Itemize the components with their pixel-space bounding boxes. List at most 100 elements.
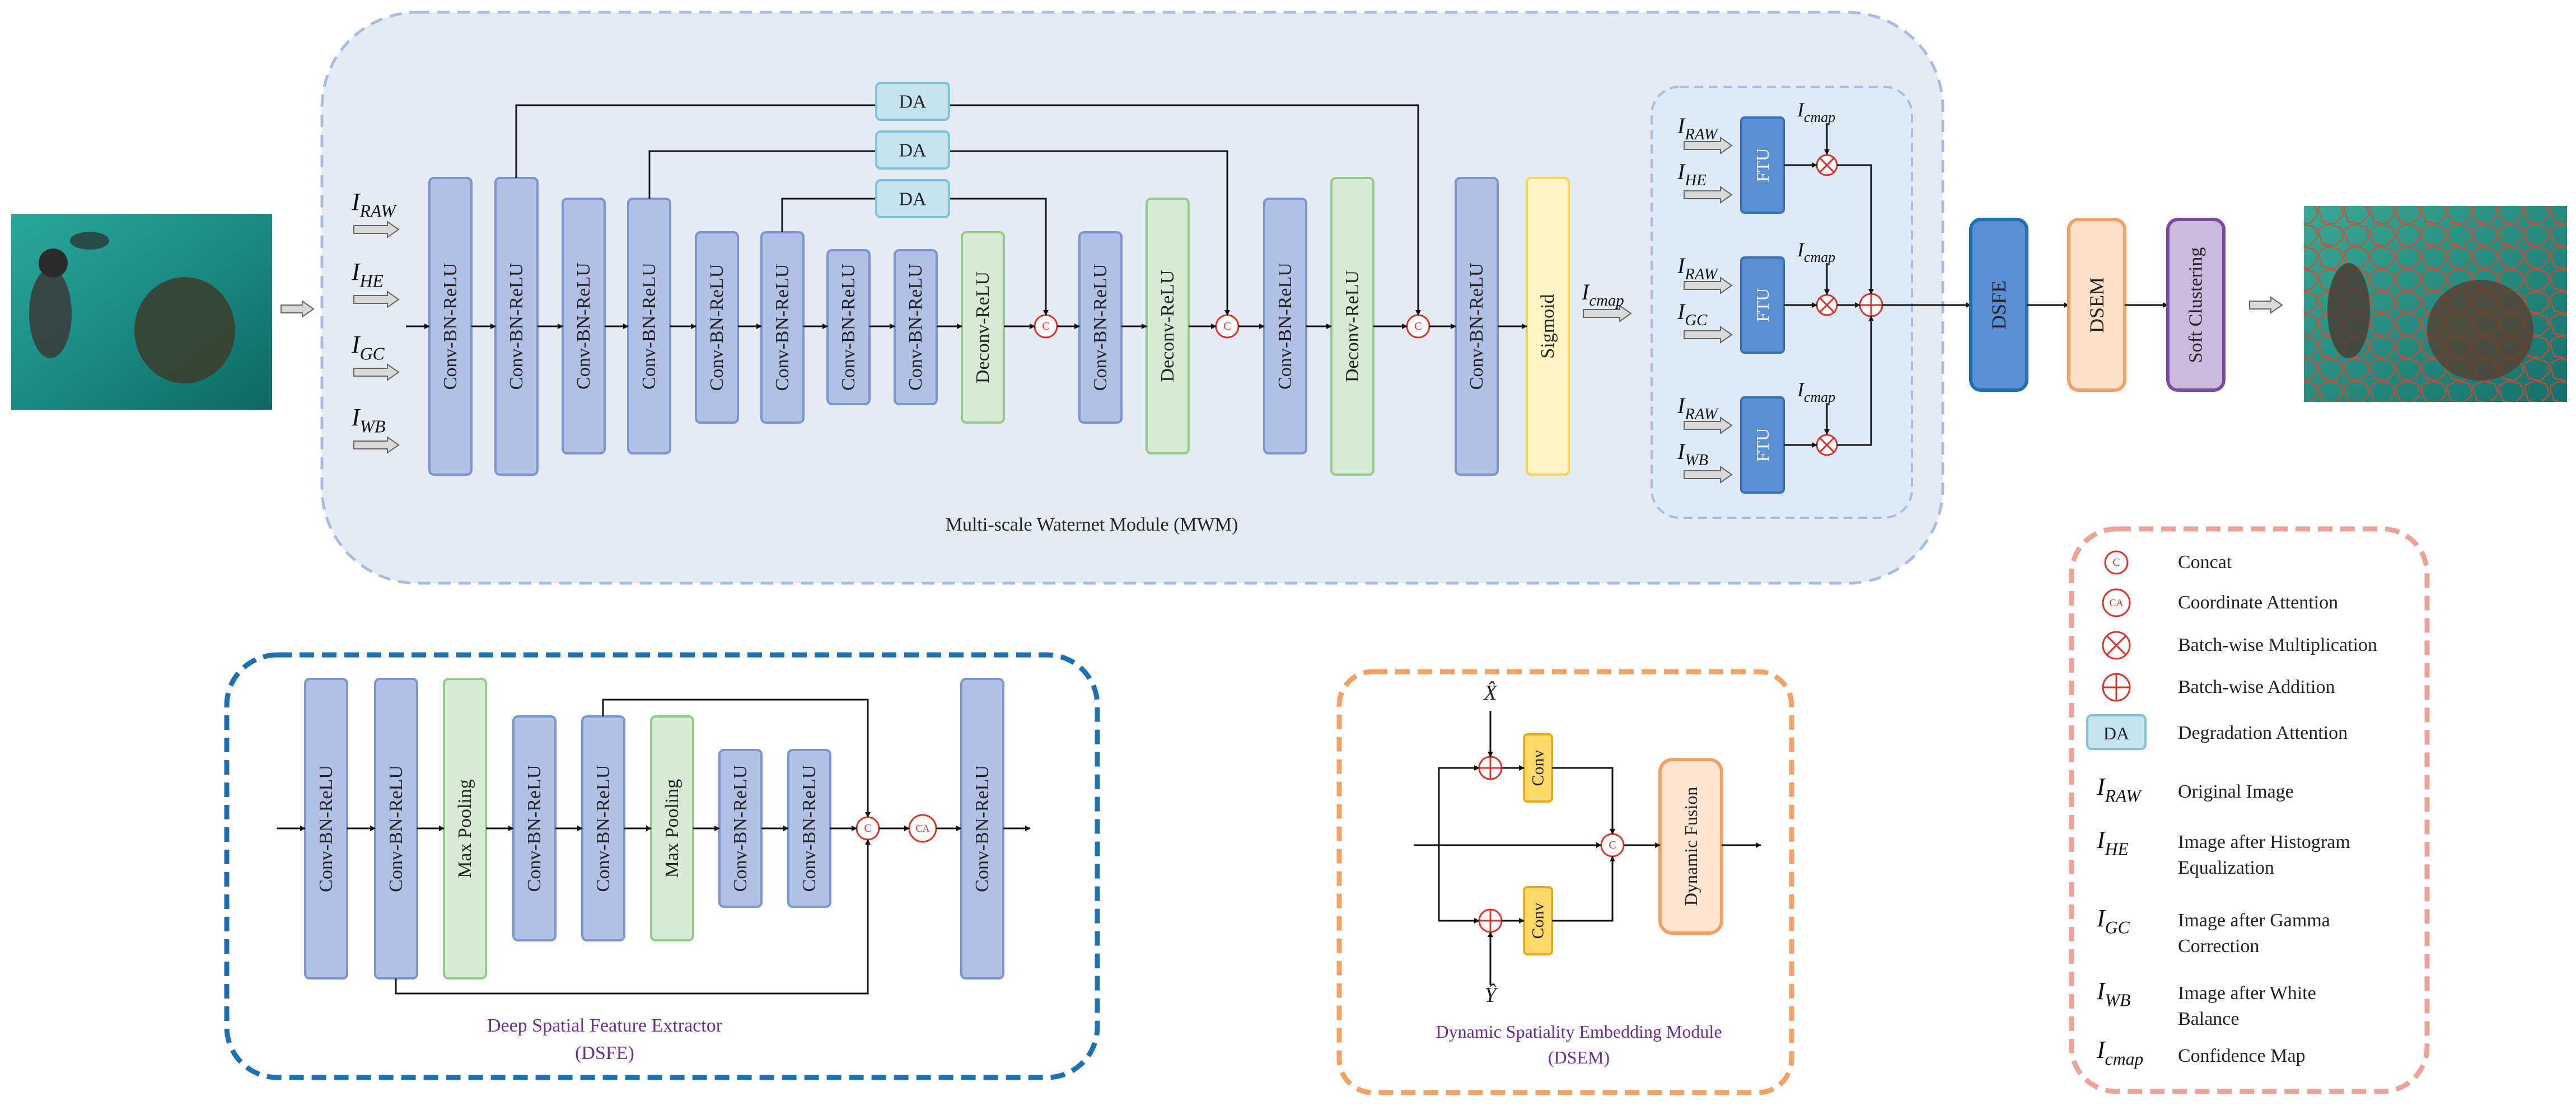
dsfe-block-label-8: Conv-BN-ReLU [799, 765, 820, 892]
dsfe-block-label-2: Conv-BN-ReLU [386, 765, 406, 892]
mwm-input-arrow [353, 221, 400, 238]
legend-var-i_cmap: Icmap [2096, 1036, 2143, 1068]
ftu-input-1-b: IHE [1677, 159, 1707, 189]
segmented-coral [2427, 280, 2533, 381]
diver-head [39, 249, 68, 278]
da-label-1: DA [899, 92, 927, 113]
legend-multiply-text: Batch-wise Multiplication [2178, 635, 2377, 655]
mwm-output-arrow [1583, 304, 1632, 322]
degradation-attention-block-2 [875, 130, 950, 170]
ftu-label-3: FTU [1752, 428, 1773, 462]
diver-2-silhouette [70, 232, 109, 250]
multiply-cross [1819, 157, 1835, 173]
ftu-input-arrow [1684, 276, 1733, 294]
dsem-y-hat: Ŷ [1484, 983, 1498, 1007]
dsem-pipeline-label: DSEM [2086, 277, 2108, 333]
dsfe-block-label-9: Conv-BN-ReLU [972, 765, 993, 892]
segmented-diver [2327, 263, 2370, 358]
ftu-cmap-label-3: Icmap [1797, 378, 1835, 405]
legend-var-desc-4-0: Confidence Map [2178, 1046, 2306, 1066]
block-label-3: Conv-BN-ReLU [573, 263, 594, 390]
mwm-input-label-i_he: IHE [351, 258, 384, 290]
ftu-input-arrow [1684, 326, 1733, 344]
block-label-8: Conv-BN-ReLU [905, 264, 926, 391]
block-label-14: Conv-BN-ReLU [1466, 263, 1487, 390]
dsfe-block-label-3: Max Pooling [455, 779, 475, 878]
legend-var-desc-0-0: Original Image [2178, 781, 2294, 802]
concat-label: C [1609, 839, 1616, 851]
ftu-label-2: FTU [1752, 288, 1773, 322]
dsfe-block-label-6: Max Pooling [662, 779, 682, 878]
block-label-5: Conv-BN-ReLU [707, 264, 727, 391]
dsem-branch-bottom [1438, 845, 1480, 924]
block-label-12: Conv-BN-ReLU [1275, 263, 1296, 390]
ftu-cmap-label-1: Icmap [1797, 99, 1835, 125]
block-label-10: Conv-BN-ReLU [1090, 264, 1111, 391]
dsem-conv-bottom-label: Conv [1529, 902, 1548, 939]
ftu-input-arrow [1684, 186, 1733, 204]
dsfe-detail-container [224, 652, 1100, 1080]
dsfe-skip-bottom [395, 839, 871, 995]
block-label-7: Conv-BN-ReLU [838, 264, 859, 391]
coral-structure [134, 277, 235, 383]
multiply-cross [1819, 437, 1835, 453]
degradation-attention-block-3 [875, 179, 950, 218]
legend-var-desc-3-1: Balance [2178, 1009, 2240, 1029]
ftu-input-arrow [1684, 137, 1733, 154]
dsfe-subtitle: (DSFE) [575, 1043, 634, 1063]
block-label-1: Conv-BN-ReLU [440, 263, 461, 390]
ftu-input-3-b: IWB [1677, 439, 1708, 469]
da-label-2: DA [899, 140, 927, 161]
ftu-merge-arrow [1837, 316, 1874, 446]
dsfe-block-label-7: Conv-BN-ReLU [730, 765, 751, 892]
legend-concat-text: Concat [2178, 552, 2232, 573]
mwm-input-label-i_wb: IWB [351, 404, 385, 436]
mwm-input-arrow [353, 290, 400, 308]
degradation-attention-block-1 [875, 82, 950, 121]
ftu-merge-arrow [1837, 164, 1874, 294]
dsem-branch-top [1438, 765, 1480, 845]
ftu-label-1: FTU [1752, 148, 1773, 182]
ftu-input-2-b: IGC [1677, 299, 1708, 329]
legend-var-desc-1-0: Image after Histogram [2178, 832, 2350, 852]
dsem-conv-bottom-out [1552, 856, 1615, 922]
legend-var-i_raw: IRAW [2096, 773, 2142, 805]
legend-da-symbol [2086, 714, 2147, 750]
legend-var-i_he: IHE [2096, 826, 2129, 859]
legend-add-text: Batch-wise Addition [2178, 677, 2335, 697]
ftu-input-arrow [1684, 466, 1733, 484]
output-image-arrow [2249, 296, 2283, 314]
ftu-input-1-a: IRAW [1677, 113, 1719, 143]
legend-ca-text: Coordinate Attention [2178, 592, 2338, 613]
soft-clustering-block [2166, 218, 2226, 392]
multiply-cross [2106, 635, 2126, 655]
dsem-conv-top-label: Conv [1529, 749, 1548, 786]
coordinate-attention-label: CA [2109, 597, 2123, 608]
legend-var-i_gc: IGC [2096, 905, 2130, 937]
block-label-9: Deconv-ReLU [973, 271, 993, 383]
mwm-output-label: Icmap [1581, 279, 1624, 310]
dsem-title: Dynamic Spatiality Embedding Module [1436, 1021, 1722, 1042]
concat-label: C [864, 822, 871, 835]
block-label-2: Conv-BN-ReLU [506, 263, 527, 390]
legend-container [2069, 526, 2430, 1094]
block-label-15: Sigmoid [1537, 294, 1558, 358]
legend-da-sym-label: DA [2103, 723, 2129, 743]
legend-ca-symbol [2102, 588, 2131, 617]
block-label-11: Deconv-ReLU [1157, 270, 1178, 382]
mwm-input-arrow [353, 436, 400, 454]
coordinate-attention-label: CA [915, 823, 929, 834]
soft-clustering-label: Soft Clustering [2186, 247, 2206, 363]
ftu-input-2-a: IRAW [1677, 253, 1719, 283]
concat-label: C [1042, 320, 1049, 332]
dsem-conv-top-out [1552, 767, 1615, 835]
multiply-cross [1819, 297, 1835, 313]
concat-label: C [1223, 320, 1231, 332]
legend-var-desc-2-1: Correction [2178, 936, 2259, 957]
legend-concat-symbol [2104, 550, 2129, 575]
mwm-input-label-i_gc: IGC [351, 331, 385, 363]
mwm-input-label-i_raw: IRAW [351, 188, 397, 221]
ftu-input-arrow [1684, 416, 1733, 434]
dsfe-block-label-4: Conv-BN-ReLU [524, 765, 545, 892]
